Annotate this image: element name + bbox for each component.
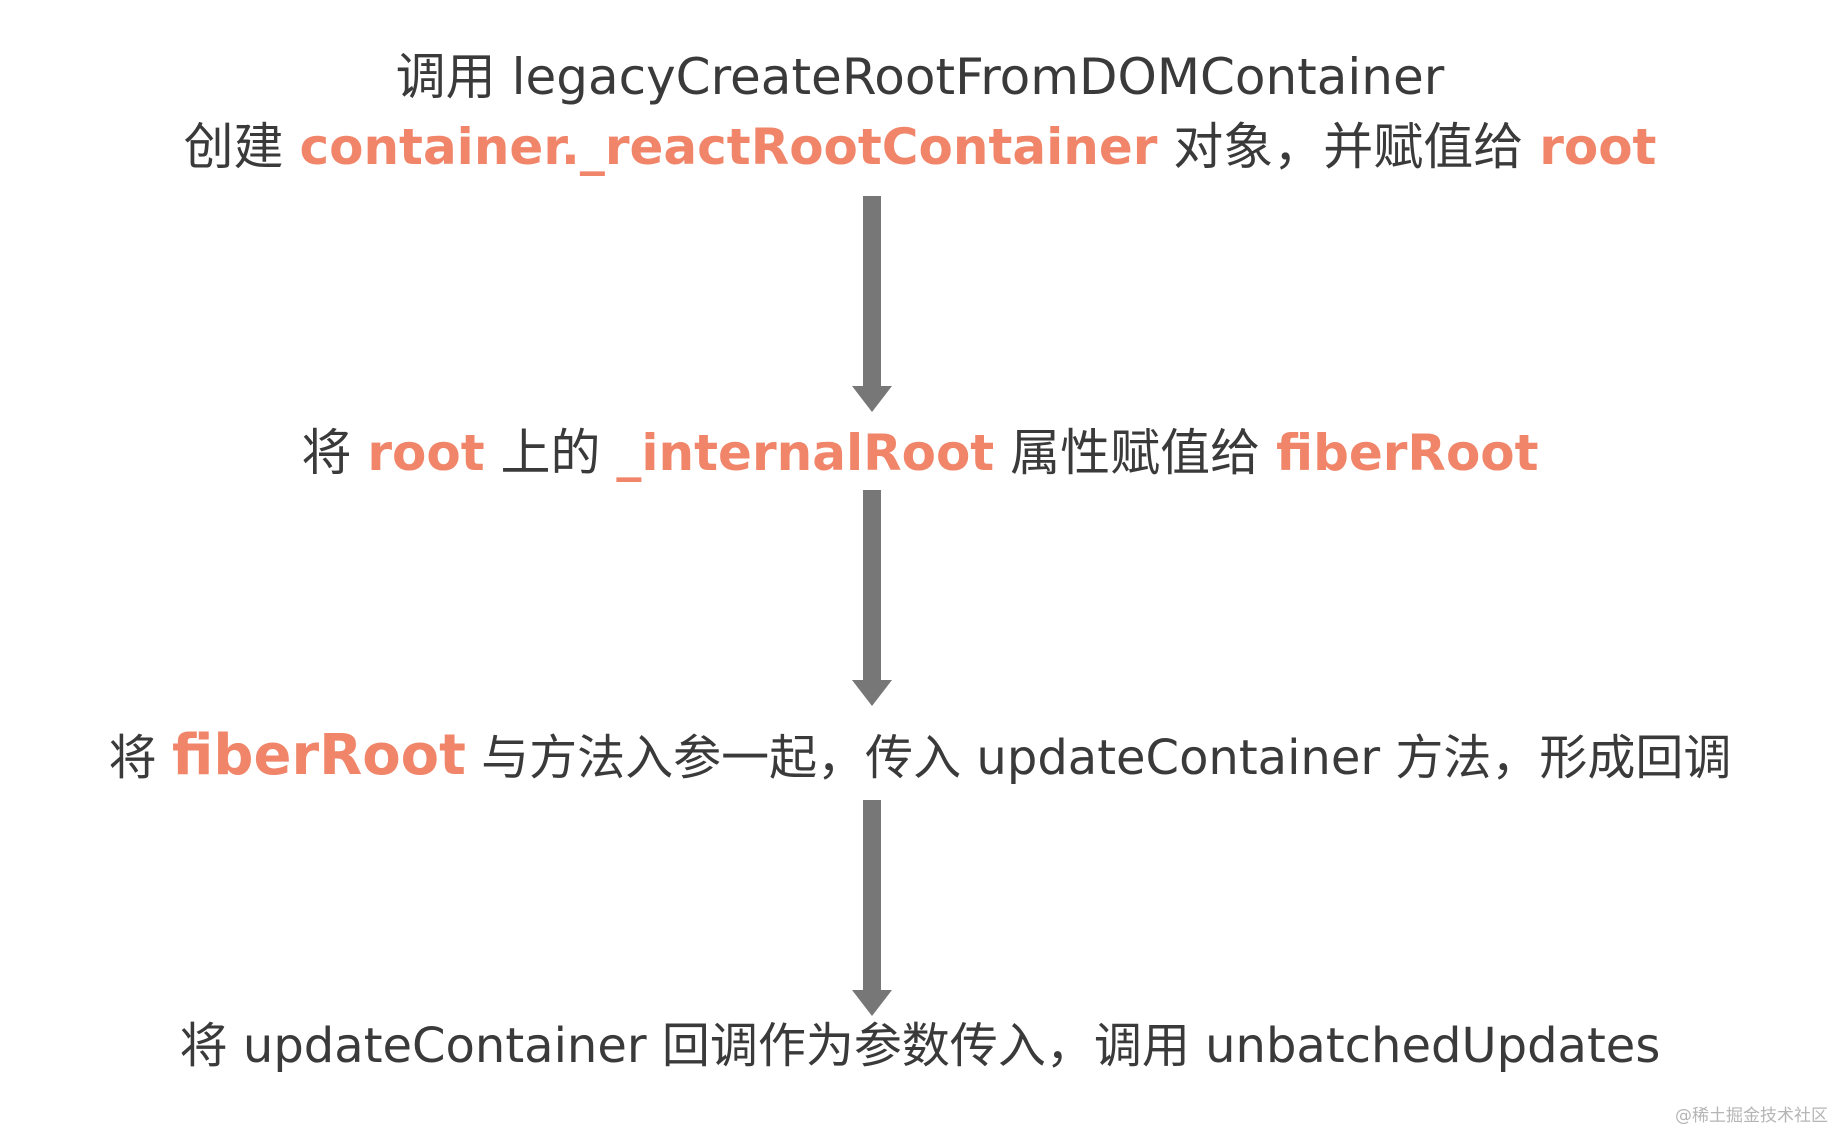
- step2-highlight-root: root: [367, 424, 485, 482]
- down-arrow-icon: [852, 490, 892, 706]
- step2-highlight-internalroot: _internalRoot: [616, 424, 995, 482]
- step3-line: 将 fiberRoot 与方法入参一起，传入 updateContainer 方…: [0, 728, 1840, 784]
- step4-text: 将 updateContainer 回调作为参数传入，调用 unbatchedU…: [179, 1018, 1661, 1074]
- step3-seg-2: 与方法入参一起，传入 updateContainer 方法，形成回调: [465, 730, 1732, 786]
- step1-seg-2: 对象，并赋值给: [1157, 118, 1540, 176]
- step1-seg-0: 创建: [183, 118, 300, 176]
- step2-seg-4: 属性赋值给: [994, 424, 1277, 482]
- watermark: @稀土掘金技术社区: [1675, 1106, 1828, 1126]
- step1-line1: 调用 legacyCreateRootFromDOMContainer: [0, 52, 1840, 102]
- step1-line2: 创建 container._reactRootContainer 对象，并赋值给…: [0, 122, 1840, 172]
- down-arrow-icon: [852, 800, 892, 1016]
- step4-line: 将 updateContainer 回调作为参数传入，调用 unbatchedU…: [0, 1022, 1840, 1070]
- step2-seg-2: 上的: [484, 424, 617, 482]
- step3-seg-0: 将: [108, 730, 172, 786]
- step2-line: 将 root 上的 _internalRoot 属性赋值给 fiberRoot: [0, 428, 1840, 478]
- step1-text: 调用 legacyCreateRootFromDOMContainer: [395, 48, 1445, 106]
- step1-highlight-container: container._reactRootContainer: [299, 118, 1158, 176]
- down-arrow-icon: [852, 196, 892, 412]
- step1-highlight-root: root: [1539, 118, 1657, 176]
- step3-highlight-fiberroot: fiberRoot: [171, 723, 466, 788]
- step2-seg-0: 将: [301, 424, 368, 482]
- step2-highlight-fiberroot: fiberRoot: [1276, 424, 1539, 482]
